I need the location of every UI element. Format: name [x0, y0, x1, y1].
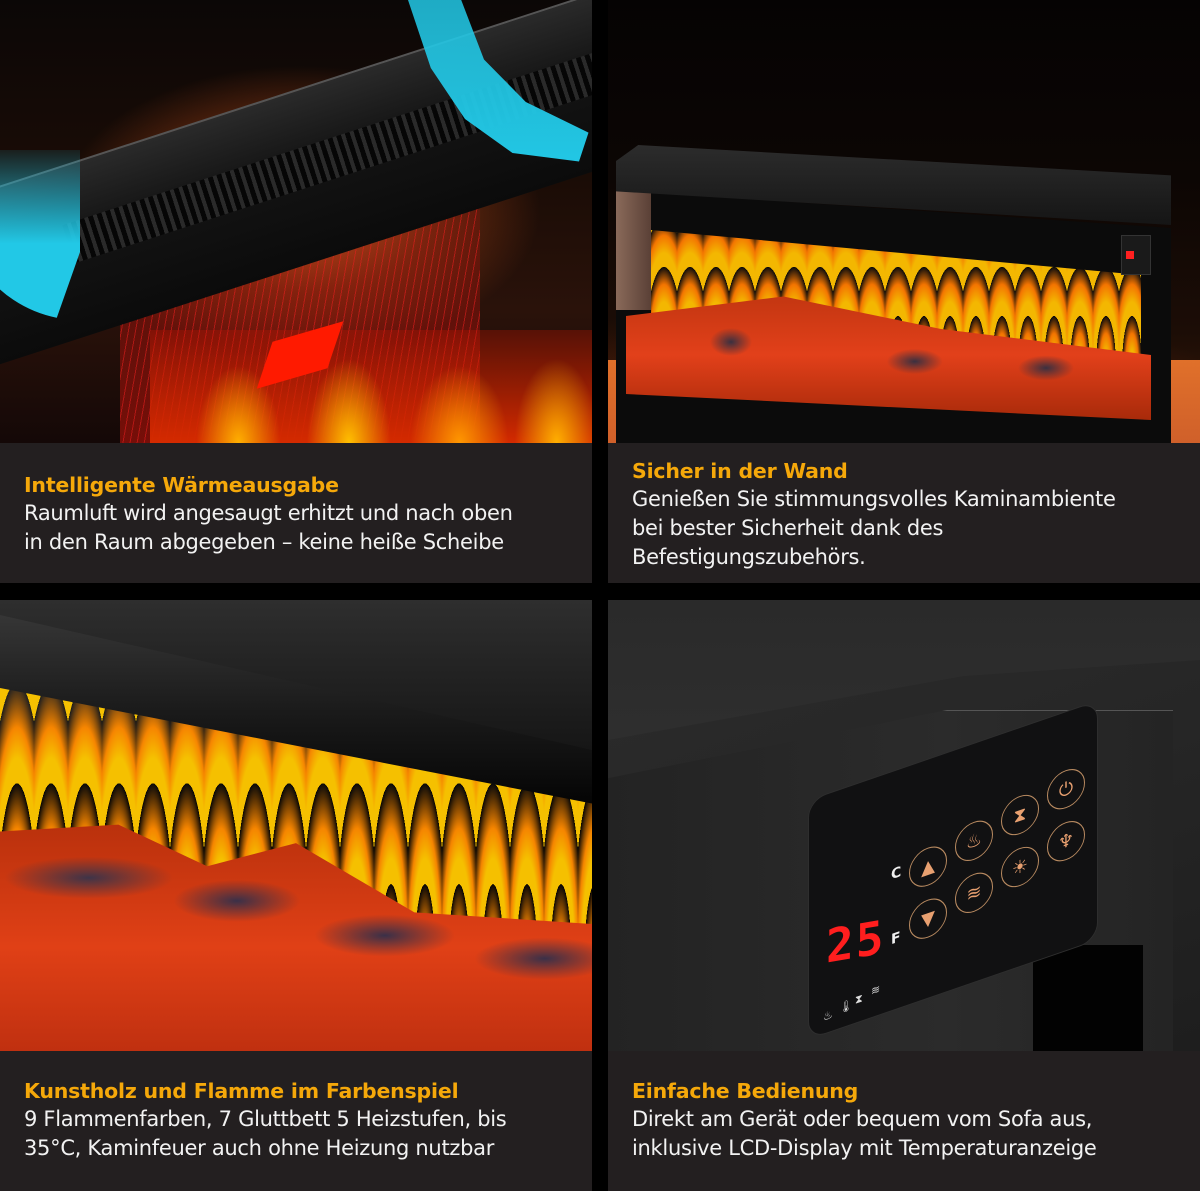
wifi-icon: ≋ — [966, 879, 982, 906]
caption-title: Sicher in der Wand — [632, 459, 848, 483]
airflow-illustration — [0, 0, 592, 443]
caption-line: Raumluft wird angesaugt erhitzt und nach… — [24, 501, 513, 525]
fahrenheit-label: F — [891, 929, 901, 949]
caption-body: Direkt am Gerät oder bequem vom Sofa aus… — [632, 1105, 1176, 1163]
caption-body: 9 Flammenfarben, 7 Gluttbett 5 Heizstufe… — [24, 1105, 568, 1163]
temperature-display: 25 — [826, 909, 886, 974]
flames — [150, 330, 592, 443]
flames-closeup-photo — [0, 600, 592, 1051]
brightness-button[interactable]: ☀ — [1001, 841, 1039, 893]
horizontal-gutter — [0, 583, 1200, 600]
triangle-up-icon: ▲ — [921, 853, 935, 880]
caption: Kunstholz und Flamme im Farbenspiel 9 Fl… — [0, 1051, 592, 1191]
temp-up-button[interactable]: ▲ — [909, 841, 947, 893]
fireplace-photo — [608, 0, 1200, 443]
flame-icon: ♆ — [1057, 827, 1075, 855]
caption-line: bei bester Sicherheit dank des — [632, 516, 944, 540]
caption-title: Einfache Bedienung — [632, 1079, 859, 1103]
wifi-indicator-icon: ≋ — [871, 982, 881, 999]
fireplace-insert — [616, 145, 1171, 443]
side-glass — [616, 190, 651, 310]
hourglass-icon: ⧗ — [1013, 802, 1027, 828]
triangle-down-icon: ▼ — [921, 905, 935, 932]
timer-indicator-icon: ⧗ — [855, 991, 863, 1007]
panel-flame-colors: Kunstholz und Flamme im Farbenspiel 9 Fl… — [0, 600, 592, 1191]
power-button[interactable]: ⏻ — [1047, 763, 1085, 815]
caption-line: Genießen Sie stimmungsvolles Kaminambien… — [632, 487, 1116, 511]
caption-line: Direkt am Gerät oder bequem vom Sofa aus… — [632, 1107, 1093, 1131]
caption-line: 9 Flammenfarben, 7 Gluttbett 5 Heizstufe… — [24, 1107, 507, 1131]
heat-waves-icon: ♨ — [965, 827, 983, 855]
fireplace-opening — [1033, 945, 1143, 1051]
caption-title: Kunstholz und Flamme im Farbenspiel — [24, 1079, 459, 1103]
caption: Sicher in der Wand Genießen Sie stimmung… — [608, 443, 1200, 583]
caption-line: Befestigungszubehörs. — [632, 545, 866, 569]
panel-easy-control: 25 C F ▲ ▼ ♨ ≋ ⧗ ☀ ⏻ ♆ ♨ 🌡 ⧗ ≋ Einfache … — [608, 600, 1200, 1191]
panel-wall-mount: Sicher in der Wand Genießen Sie stimmung… — [608, 0, 1200, 583]
control-panel-small — [1121, 235, 1151, 275]
sun-icon: ☀ — [1011, 853, 1029, 881]
heat-button[interactable]: ♨ — [955, 815, 993, 867]
caption-title: Intelligente Wärmeausgabe — [24, 473, 339, 497]
caption-line: inklusive LCD-Display mit Temperaturanze… — [632, 1136, 1097, 1160]
panel-heat-output: Intelligente Wärmeausgabe Raumluft wird … — [0, 0, 592, 583]
caption-line: 35°C, Kaminfeuer auch ohne Heizung nutzb… — [24, 1136, 495, 1160]
power-icon: ⏻ — [1058, 776, 1074, 803]
caption-body: Genießen Sie stimmungsvolles Kaminambien… — [632, 485, 1176, 572]
caption: Intelligente Wärmeausgabe Raumluft wird … — [0, 443, 592, 583]
thermostat-indicator-icon: 🌡 — [839, 997, 853, 1016]
caption: Einfache Bedienung Direkt am Gerät oder … — [608, 1051, 1200, 1191]
timer-button[interactable]: ⧗ — [1001, 789, 1039, 841]
flame-button[interactable]: ♆ — [1047, 815, 1085, 867]
wifi-button[interactable]: ≋ — [955, 867, 993, 919]
celsius-label: C — [891, 863, 902, 884]
temp-down-button[interactable]: ▼ — [909, 893, 947, 945]
control-panel-photo: 25 C F ▲ ▼ ♨ ≋ ⧗ ☀ ⏻ ♆ ♨ 🌡 ⧗ ≋ — [608, 600, 1200, 1051]
caption-line: in den Raum abgegeben – keine heiße Sche… — [24, 530, 504, 554]
heat-indicator-icon: ♨ — [823, 1007, 833, 1024]
caption-body: Raumluft wird angesaugt erhitzt und nach… — [24, 499, 568, 557]
